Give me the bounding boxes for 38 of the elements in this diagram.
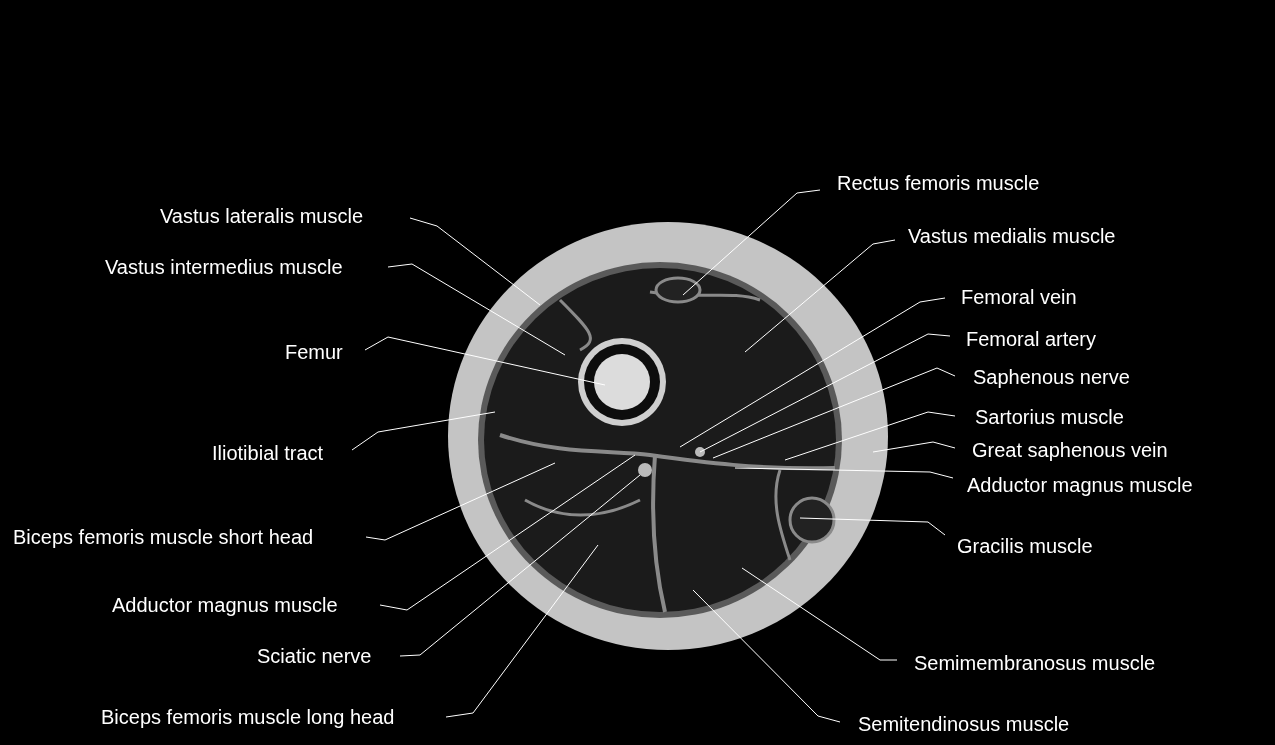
part-label: Vastus medialis muscle <box>908 224 1116 248</box>
leader-line <box>379 454 636 611</box>
part-label: Femur <box>285 340 343 364</box>
leader-line <box>399 474 641 657</box>
leader-line <box>784 411 956 461</box>
leader-line <box>741 567 898 661</box>
part-label: Great saphenous vein <box>972 438 1168 462</box>
part-label: Femoral artery <box>966 327 1097 351</box>
leader-line <box>445 544 599 718</box>
leader-line <box>699 333 951 453</box>
part-label: Sciatic nerve <box>257 644 372 668</box>
leader-line <box>364 336 606 386</box>
part-label: Biceps femoris muscle short head <box>13 525 314 549</box>
part-label: Adductor magnus muscle <box>112 593 338 617</box>
leader-line <box>744 239 896 353</box>
part-label: Sartorius muscle <box>975 405 1124 429</box>
leader-line <box>387 263 566 356</box>
part-label: Vastus intermedius muscle <box>105 255 343 279</box>
leader-line <box>799 517 946 536</box>
part-label: Saphenous nerve <box>973 365 1130 389</box>
part-label: Femoral vein <box>961 285 1077 309</box>
part-label: Semimembranosus muscle <box>914 651 1156 675</box>
part-label: Biceps femoris muscle long head <box>101 705 395 729</box>
leader-line <box>679 297 946 448</box>
part-label: Gracilis muscle <box>957 534 1093 558</box>
part-label: Semitendinosus muscle <box>858 712 1070 736</box>
part-label: Iliotibial tract <box>212 441 324 465</box>
leader-line <box>351 411 496 451</box>
leader-line <box>692 589 841 723</box>
leader-line <box>872 441 956 453</box>
leader-line <box>682 189 821 296</box>
leader-line <box>712 367 956 459</box>
leader-line <box>409 217 541 306</box>
part-label: Rectus femoris muscle <box>837 171 1040 195</box>
part-label: Vastus lateralis muscle <box>160 204 364 228</box>
part-label: Adductor magnus muscle <box>967 473 1193 497</box>
leader-line <box>365 462 556 541</box>
leader-line <box>734 467 954 479</box>
